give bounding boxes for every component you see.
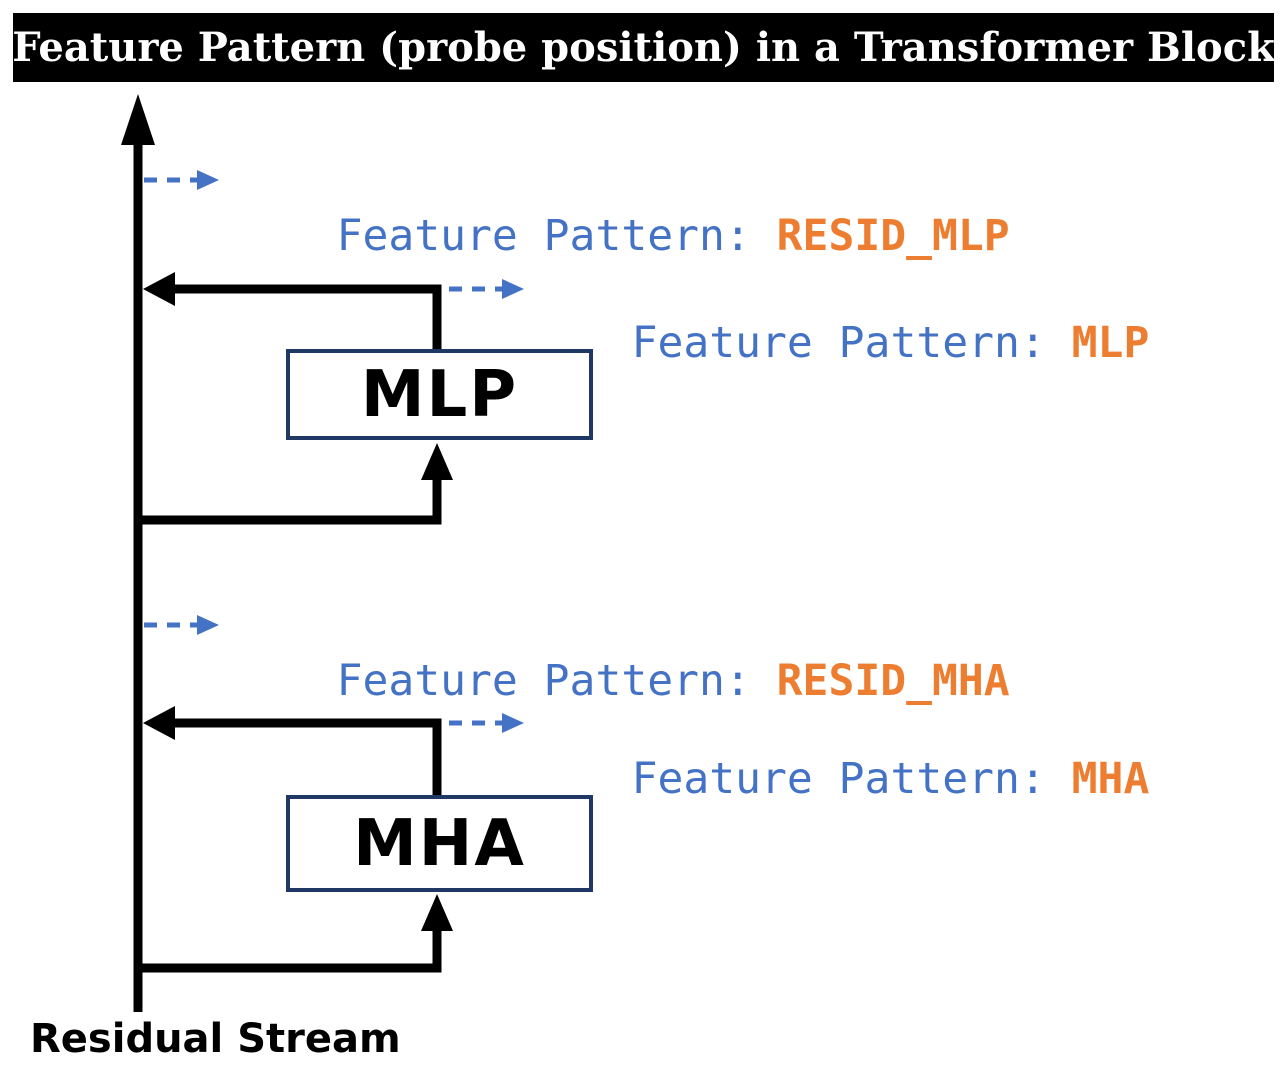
feature-pattern-value: RESID_MHA [776,656,1010,706]
title-bar: Feature Pattern (probe position) in a Tr… [12,13,1275,82]
mha-output-arrowhead-left-icon [143,706,175,740]
feature-pattern-label-mha: Feature Pattern: MHA [528,695,1150,804]
title-text: Feature Pattern (probe position) in a Tr… [12,24,1275,71]
probe-arrowhead-resid-mlp-icon [197,170,219,190]
feature-pattern-prefix: Feature Pattern: [336,656,777,706]
mha-input-line [134,912,442,973]
mlp-block-label: MLP [360,357,519,432]
residual-stream-label: Residual Stream [30,1016,401,1062]
mlp-input-arrowhead-up-icon [421,443,453,480]
probe-arrowhead-resid-mha-icon [197,615,219,635]
probe-arrowhead-mlp-icon [502,279,524,299]
feature-pattern-value: RESID_MLP [776,211,1010,261]
probe-arrowhead-mha-icon [502,713,524,733]
feature-pattern-prefix: Feature Pattern: [631,318,1072,368]
mlp-input-line [134,462,442,525]
mha-output-line [172,718,442,797]
mlp-block: MLP [286,349,593,440]
mha-input-arrowhead-up-icon [421,894,453,931]
feature-pattern-label-resid-mha: Feature Pattern: RESID_MHA [233,597,1010,706]
mha-block-label: MHA [353,806,526,881]
residual-stream-arrowhead-up-icon [121,94,155,145]
mlp-output-arrowhead-left-icon [143,272,175,306]
mha-block: MHA [286,795,593,892]
feature-pattern-label-resid-mlp: Feature Pattern: RESID_MLP [233,152,1010,261]
feature-pattern-prefix: Feature Pattern: [336,211,777,261]
feature-pattern-value: MHA [1071,754,1150,804]
feature-pattern-value: MLP [1071,318,1150,368]
feature-pattern-label-mlp: Feature Pattern: MLP [528,259,1150,368]
feature-pattern-prefix: Feature Pattern: [631,754,1072,804]
mlp-output-line [172,284,442,351]
